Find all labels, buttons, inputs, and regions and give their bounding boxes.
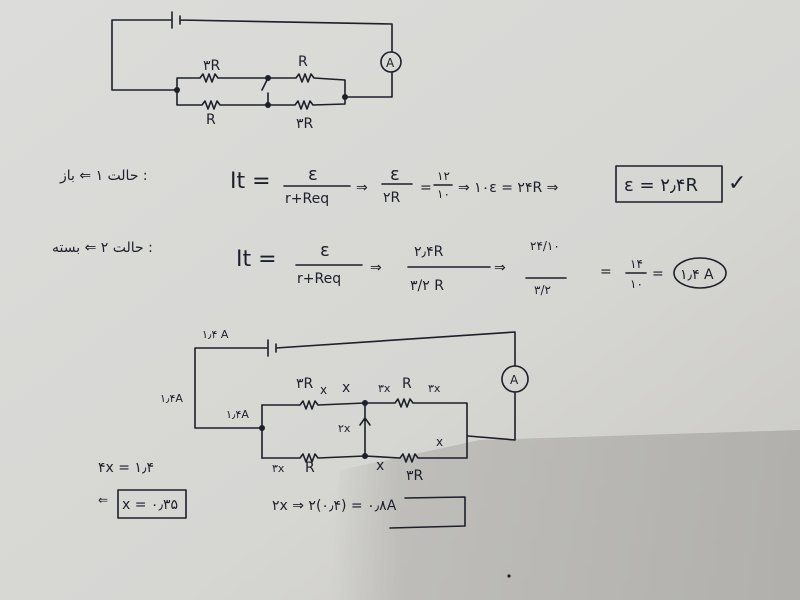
resistor-label: ۳R bbox=[203, 58, 221, 74]
svg-text:⇒: ⇒ bbox=[494, 260, 506, 276]
svg-text:⇒: ⇒ bbox=[370, 260, 382, 276]
svg-text:ε: ε bbox=[308, 164, 318, 185]
svg-text:ε: ε bbox=[390, 164, 400, 185]
svg-text:۳/۲: ۳/۲ bbox=[534, 283, 551, 297]
answer-x: x = ۰٫۳۵ bbox=[122, 497, 178, 513]
svg-text:۲R: ۲R bbox=[383, 190, 401, 206]
meter-label: A bbox=[510, 373, 519, 387]
svg-text:۱٫۴A: ۱٫۴A bbox=[226, 408, 249, 421]
case-1-result: ε = ۲٫۴R bbox=[624, 175, 698, 196]
check-mark-icon: ✓ bbox=[728, 171, 746, 196]
case-1-label: حالت ۱ ⇐ باز : bbox=[59, 168, 148, 184]
svg-text:x: x bbox=[342, 380, 350, 396]
result-circle bbox=[673, 257, 727, 289]
svg-text:⇒ ۱۰ε = ۲۴R ⇒: ⇒ ۱۰ε = ۲۴R ⇒ bbox=[458, 180, 559, 196]
svg-text:r+Req: r+Req bbox=[297, 271, 341, 287]
svg-text:۴x = ۱٫۴: ۴x = ۱٫۴ bbox=[98, 460, 154, 476]
svg-text:⇐: ⇐ bbox=[98, 493, 108, 507]
svg-text:۳x: ۳x bbox=[428, 382, 441, 395]
svg-text:ε: ε bbox=[320, 240, 330, 261]
case-2-result: ۱٫۴ A bbox=[680, 267, 714, 283]
svg-text:R: R bbox=[305, 460, 315, 476]
svg-text:It =: It = bbox=[230, 169, 271, 194]
resistor-label: R bbox=[298, 54, 308, 70]
case-2-label: حالت ۲ ⇐ بسته : bbox=[52, 240, 153, 256]
answer-current: ۲x ⇒ ۲(۰٫۴) = ۰٫۸A bbox=[272, 498, 397, 514]
shadow bbox=[330, 430, 800, 600]
svg-text:۲x: ۲x bbox=[338, 422, 351, 435]
svg-text:r+Req: r+Req bbox=[285, 191, 329, 207]
answer-box bbox=[117, 489, 187, 519]
svg-text:۲۴/۱۰: ۲۴/۱۰ bbox=[530, 239, 560, 253]
resistor-label: ۳R bbox=[296, 116, 314, 132]
svg-text:۱۴: ۱۴ bbox=[630, 257, 643, 271]
result-box bbox=[615, 165, 723, 203]
svg-text:۲٫۴R: ۲٫۴R bbox=[414, 244, 444, 260]
svg-text:۳x: ۳x bbox=[378, 382, 391, 395]
svg-text:=: = bbox=[600, 264, 612, 280]
case-1-equation: حالت ۱ ⇐ باز : It = ε r+Req ⇒ ε ۲R = ۱۲ … bbox=[59, 164, 746, 207]
resistor-label: R bbox=[206, 112, 216, 128]
svg-text:۱۰: ۱۰ bbox=[630, 277, 643, 291]
svg-text:R: R bbox=[402, 376, 412, 392]
svg-text:۱۲: ۱۲ bbox=[437, 169, 450, 183]
svg-text:It =: It = bbox=[236, 247, 277, 272]
ammeter-icon bbox=[501, 365, 529, 393]
svg-text:۱٫۴ A: ۱٫۴ A bbox=[202, 328, 229, 341]
svg-text:۳R: ۳R bbox=[406, 468, 424, 484]
svg-text:=: = bbox=[420, 180, 432, 196]
svg-text:x: x bbox=[320, 383, 327, 397]
svg-text:۳/۲ R: ۳/۲ R bbox=[410, 278, 444, 294]
solution: ۴x = ۱٫۴ ⇐ x = ۰٫۳۵ ۲x ⇒ ۲(۰٫۴) = ۰٫۸A bbox=[98, 460, 466, 529]
svg-text:۳x: ۳x bbox=[272, 462, 285, 475]
svg-text:۱٫۴A: ۱٫۴A bbox=[160, 392, 183, 405]
svg-text:x: x bbox=[376, 458, 384, 474]
svg-text:⇒: ⇒ bbox=[356, 180, 368, 196]
svg-text:=: = bbox=[652, 266, 664, 282]
circuit-1: A ۳R R R ۳R bbox=[111, 11, 402, 132]
ammeter-icon bbox=[380, 51, 402, 73]
svg-text:۱۰: ۱۰ bbox=[437, 187, 450, 201]
meter-label: A bbox=[386, 56, 395, 70]
case-2-equation: حالت ۲ ⇐ بسته : It = ε r+Req ⇒ ۲٫۴R ۳/۲ … bbox=[52, 239, 727, 297]
svg-text:x: x bbox=[436, 435, 443, 449]
svg-text:۳R: ۳R bbox=[296, 376, 314, 392]
circuit-2: A ۱٫۴ A ۱٫۴A ۱٫۴A ۳R x x ۳x R ۳x ۲x x ۳x… bbox=[160, 328, 529, 484]
